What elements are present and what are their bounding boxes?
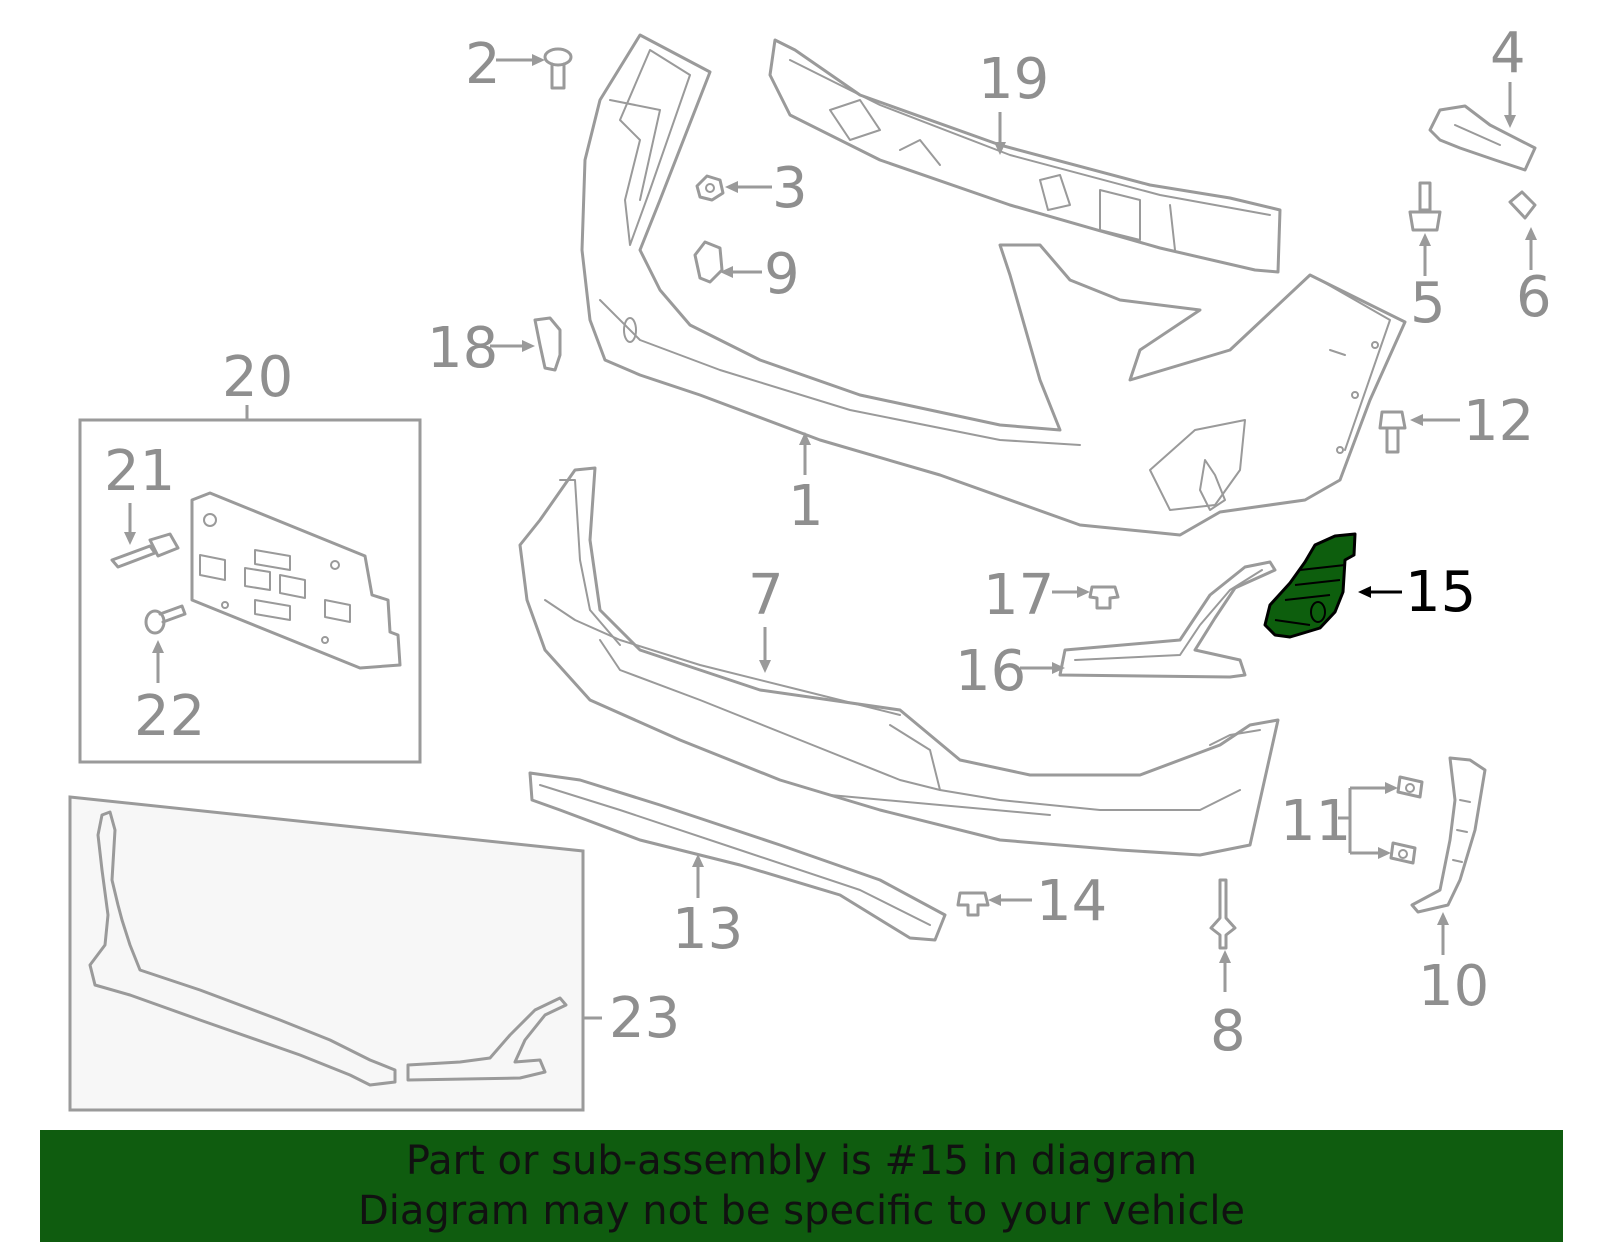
part-20-license-bracket — [190, 491, 402, 670]
callout-23: 23 — [609, 986, 680, 1051]
callout-6: 6 — [1516, 265, 1552, 330]
part-19-absorber — [768, 38, 1282, 274]
part-7-lower-bumper — [518, 466, 1280, 857]
callout-20: 20 — [222, 345, 293, 410]
callout-8: 8 — [1210, 999, 1246, 1064]
callout-4: 4 — [1490, 21, 1526, 86]
banner-line-2: Diagram may not be specific to your vehi… — [357, 1188, 1246, 1234]
fastener-18 — [533, 316, 562, 372]
part-1-bumper-cover — [580, 33, 1407, 537]
callout-10: 10 — [1418, 954, 1489, 1019]
pin-8 — [1209, 878, 1237, 950]
bracket-4 — [1428, 104, 1537, 172]
callout-14: 14 — [1036, 869, 1107, 934]
info-banner: Part or sub-assembly is #15 in diagram D… — [40, 1130, 1563, 1242]
clip-14 — [956, 891, 990, 917]
callout-18: 18 — [427, 316, 498, 381]
fastener-3 — [695, 174, 725, 202]
callout-11: 11 — [1280, 789, 1351, 854]
callout-15: 15 — [1405, 560, 1476, 625]
callout-2: 2 — [465, 32, 501, 97]
callout-9: 9 — [764, 242, 800, 307]
callout-13: 13 — [672, 897, 743, 962]
part-10-side-bracket — [1410, 756, 1487, 914]
fastener-2 — [543, 47, 573, 90]
callout-17: 17 — [983, 563, 1054, 628]
callout-19: 19 — [978, 47, 1049, 112]
part-23-molding-set — [88, 810, 568, 1087]
banner-line-1: Part or sub-assembly is #15 in diagram — [405, 1138, 1198, 1184]
callout-21: 21 — [104, 439, 175, 504]
callout-22: 22 — [134, 684, 205, 749]
rivet-21 — [110, 532, 180, 569]
callout-3: 3 — [772, 156, 808, 221]
leader-lines — [124, 54, 1537, 1020]
callout-1: 1 — [788, 474, 824, 539]
screw-22 — [144, 604, 187, 635]
callout-5: 5 — [1410, 271, 1446, 336]
callout-labels: 2 19 4 3 9 5 6 18 20 12 21 1 7 17 15 16 … — [104, 21, 1552, 1064]
callout-7: 7 — [748, 563, 784, 628]
nut-6 — [1508, 190, 1537, 220]
bolt-12 — [1378, 410, 1407, 454]
callout-12: 12 — [1463, 389, 1534, 454]
part-15-highlighted-bracket — [1263, 532, 1357, 639]
fastener-9 — [693, 240, 724, 284]
part-13-lower-strip — [528, 771, 947, 942]
callout-16: 16 — [955, 639, 1026, 704]
clip-17 — [1088, 585, 1120, 610]
part-16-trim — [1058, 560, 1277, 679]
bolt-5 — [1408, 181, 1442, 232]
nuts-11 — [1389, 775, 1424, 865]
